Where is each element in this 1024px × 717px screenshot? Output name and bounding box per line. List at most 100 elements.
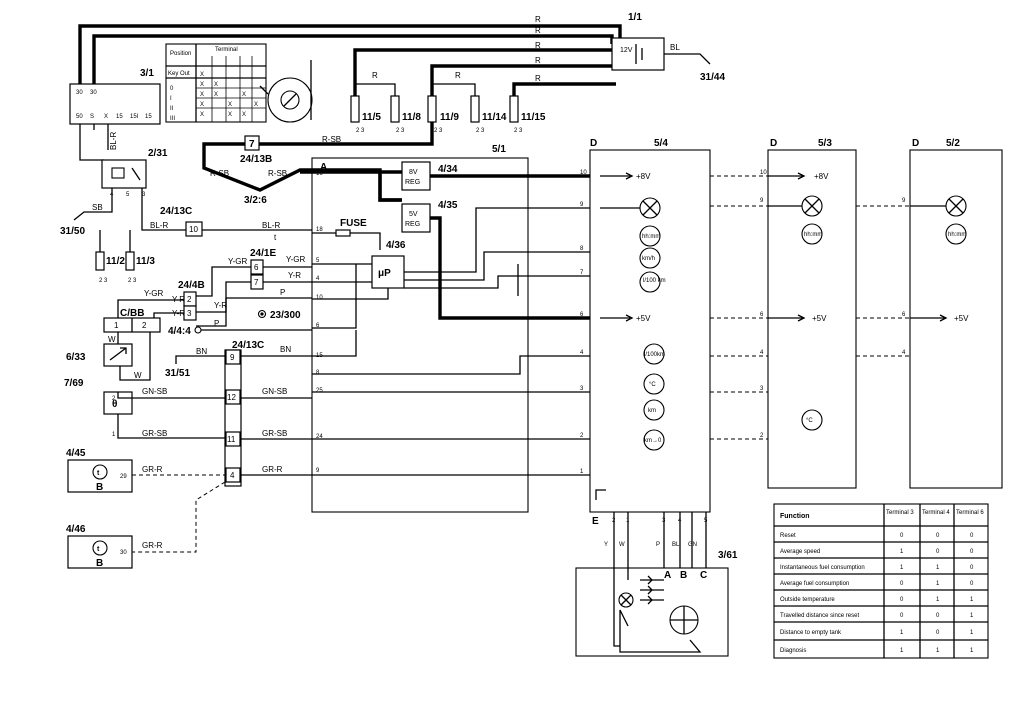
battery-ref: 1/1 — [628, 12, 642, 23]
svg-text:X: X — [254, 102, 258, 108]
svg-text:BL-R: BL-R — [109, 132, 118, 150]
svg-text:10: 10 — [760, 170, 767, 176]
svg-text:2 3: 2 3 — [514, 128, 523, 134]
svg-text:10: 10 — [189, 225, 198, 234]
connector-ref: 24/13B — [240, 154, 272, 165]
svg-text:29: 29 — [120, 474, 127, 480]
microprocessor — [371, 255, 405, 289]
wire-r-top5 — [512, 82, 616, 96]
svg-text:24: 24 — [316, 434, 323, 440]
svg-text:X: X — [228, 102, 232, 108]
svg-text:1: 1 — [114, 321, 119, 330]
svg-text:9: 9 — [580, 202, 584, 208]
svg-text:4: 4 — [580, 350, 584, 356]
svg-text:GN: GN — [688, 542, 697, 548]
connector-10 — [185, 221, 203, 237]
svg-text:Y-R: Y-R — [288, 271, 301, 280]
svg-text:X: X — [242, 92, 246, 98]
svg-text:0: 0 — [970, 549, 974, 555]
svg-text:30: 30 — [90, 90, 97, 96]
svg-text:1: 1 — [580, 469, 584, 475]
svg-text:BN: BN — [280, 345, 291, 354]
relay-2-31 — [101, 159, 147, 189]
svg-text:l/100km: l/100km — [644, 352, 665, 358]
svg-text:2 3: 2 3 — [476, 128, 485, 134]
splice-23-300 — [257, 309, 267, 319]
fuse-11-9: 11/9 — [427, 95, 459, 123]
svg-text:GR-R: GR-R — [262, 465, 283, 474]
svg-text:2: 2 — [760, 433, 764, 439]
sensor-6-33 — [103, 343, 133, 367]
table-row: Average speed 1 0 0 — [780, 549, 974, 555]
svg-text:D: D — [912, 138, 919, 149]
battery-box — [611, 37, 665, 71]
svg-text:2: 2 — [580, 433, 584, 439]
instrument-5-3 — [767, 149, 857, 489]
svg-text:GN-SB: GN-SB — [262, 387, 287, 396]
speed-gauge-icon — [639, 247, 661, 269]
svg-text:4: 4 — [902, 350, 906, 356]
svg-text:0: 0 — [936, 630, 940, 636]
fuel-gauge-icon — [639, 271, 661, 293]
svg-text:θ: θ — [112, 399, 117, 410]
svg-text:11/2: 11/2 — [106, 256, 125, 267]
switch-lamp-icon — [618, 592, 634, 608]
fuse-11-2 — [95, 251, 105, 271]
svg-text:hh:mm: hh:mm — [642, 234, 660, 240]
svg-text:Distance to empty tank: Distance to empty tank — [780, 630, 842, 636]
wire-label: R — [455, 71, 461, 80]
svg-text:km/h: km/h — [642, 256, 655, 262]
svg-text:5V: 5V — [409, 211, 418, 218]
distance-empty-icon — [643, 429, 665, 451]
svg-text:7: 7 — [249, 139, 255, 150]
regulator-ref: 4/35 — [438, 200, 458, 211]
svg-text:SB: SB — [92, 203, 103, 212]
svg-text:km→0: km→0 — [644, 438, 662, 444]
svg-text:+8V: +8V — [636, 172, 651, 181]
svg-text:B: B — [680, 570, 687, 581]
svg-text:t: t — [97, 470, 100, 477]
svg-text:2 3: 2 3 — [99, 278, 108, 284]
connector-ref: 24/4B — [178, 280, 205, 291]
svg-text:1: 1 — [900, 565, 904, 571]
regulator-ref: 4/34 — [438, 164, 458, 175]
key-out-label: Key Out — [168, 71, 190, 77]
clock-gauge-icon — [945, 223, 967, 245]
svg-text:4: 4 — [760, 350, 764, 356]
svg-text:μP: μP — [378, 268, 391, 279]
sensor-ref: 7/69 — [64, 378, 84, 389]
wire-label: R-SB — [210, 169, 229, 178]
svg-text:0: 0 — [936, 549, 940, 555]
svg-text:2: 2 — [142, 321, 147, 330]
svg-text:A: A — [664, 570, 671, 581]
svg-text:B: B — [96, 482, 103, 493]
svg-text:1: 1 — [936, 597, 940, 603]
svg-text:X: X — [200, 112, 204, 118]
unit-ref: 5/3 — [818, 138, 832, 149]
fuse-11-14: 11/14 — [470, 95, 507, 123]
svg-text:0: 0 — [970, 565, 974, 571]
unit-5-1-pins: 16 18 5 4 10 6 15 8 25 24 9 — [316, 171, 323, 474]
instrument-5-4 — [589, 149, 711, 513]
wire-r-mid — [310, 60, 396, 120]
svg-text:1: 1 — [936, 581, 940, 587]
svg-text:0: 0 — [970, 581, 974, 587]
svg-text:3: 3 — [187, 309, 192, 318]
svg-text:1: 1 — [900, 648, 904, 654]
wire-bl-r — [79, 124, 109, 161]
fuse-11-8: 11/8 — [390, 95, 421, 123]
wire-label: R — [535, 74, 541, 83]
wire-label: R — [535, 56, 541, 65]
wire-r-14 — [432, 83, 476, 96]
svg-text:Diagnosis: Diagnosis — [780, 648, 806, 654]
svg-text:1: 1 — [936, 648, 940, 654]
table-row: Average fuel consumption 0 1 0 — [780, 581, 974, 587]
fuse-11-5: 11/5 — [350, 95, 381, 123]
instrument-5-2 — [909, 149, 1003, 489]
svg-text:BL-R: BL-R — [262, 221, 280, 230]
svg-text:16: 16 — [316, 171, 323, 177]
svg-text:3: 3 — [760, 386, 764, 392]
svg-text:1: 1 — [970, 597, 974, 603]
svg-text:15: 15 — [116, 114, 123, 120]
svg-text:8: 8 — [580, 246, 584, 252]
